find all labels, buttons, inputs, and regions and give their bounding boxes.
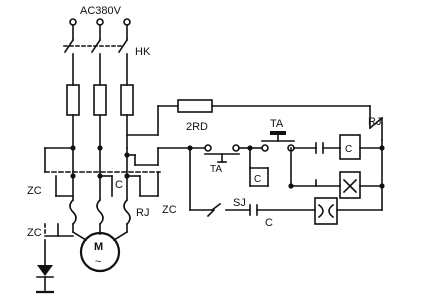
supply-terminals (69, 18, 131, 41)
motor (71, 230, 129, 273)
c-label-contactor: C (115, 179, 123, 191)
zc-label-left-upper: ZC (27, 185, 42, 197)
c-coil-label: C (345, 144, 352, 155)
c-aux-label: C (254, 174, 261, 185)
motor-label: M (94, 241, 103, 253)
coil-symbols (317, 178, 358, 219)
fuse2-label: 2RD (186, 121, 208, 133)
main-fuses (66, 84, 134, 149)
main-contactor-frame (44, 145, 161, 201)
sj-label: SJ (233, 197, 246, 209)
supply-label: AC380V (80, 5, 122, 17)
zc-label-mid: ZC (162, 204, 177, 216)
control-circuit (126, 99, 385, 225)
hk-switch (63, 38, 129, 86)
rj-label-top: RJ (368, 116, 381, 128)
thermal-relay-heaters (44, 198, 131, 237)
ta-no-label: TA (270, 118, 284, 130)
c-bottom-label: C (265, 217, 273, 229)
motor-ac-symbol: ~ (95, 256, 101, 268)
ta-nc-label: TA (210, 164, 222, 175)
diode-ground (36, 239, 54, 294)
hk-label: HK (135, 46, 151, 58)
zc-label-left-lower: ZC (27, 227, 42, 239)
rj-label-heaters: RJ (136, 207, 149, 219)
